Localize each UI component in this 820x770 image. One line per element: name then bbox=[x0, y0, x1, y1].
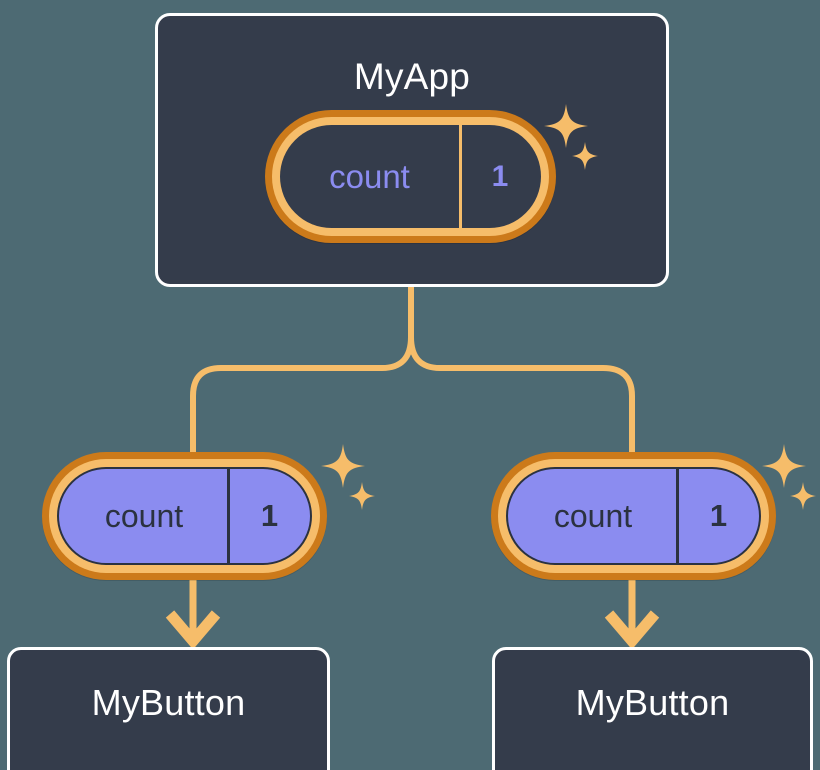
component-card-mybutton-0[interactable]: MyButton bbox=[7, 647, 330, 770]
connector-branch-left bbox=[190, 336, 414, 455]
signal-value: 1 bbox=[709, 498, 728, 533]
connector-branch-right bbox=[408, 336, 635, 455]
pill-inner-ring: count 1 bbox=[272, 117, 549, 236]
signal-name: count bbox=[329, 157, 410, 195]
signal-value: 1 bbox=[260, 498, 279, 533]
signal-name: count bbox=[553, 497, 633, 534]
pill-body: count 1 bbox=[506, 467, 761, 565]
pill-inner-ring: count 1 bbox=[498, 459, 769, 573]
sparkle-small bbox=[349, 482, 375, 510]
pill-divider bbox=[459, 125, 462, 228]
arrow-down-icon-left bbox=[165, 610, 221, 650]
pill-divider bbox=[676, 469, 679, 563]
signal-pill-child-0[interactable]: count 1 bbox=[42, 452, 327, 580]
arrow-down-icon-right bbox=[604, 610, 660, 650]
component-card-label: MyButton bbox=[91, 682, 246, 723]
signal-pill-child-1[interactable]: count 1 bbox=[491, 452, 776, 580]
page-title: MyApp bbox=[353, 56, 471, 97]
component-card-label: MyButton bbox=[575, 682, 730, 723]
pill-inner-ring: count 1 bbox=[49, 459, 320, 573]
signal-pill-root[interactable]: count 1 bbox=[265, 110, 556, 243]
signal-name: count bbox=[104, 497, 184, 534]
pill-divider bbox=[227, 469, 230, 563]
pill-body: count 1 bbox=[280, 125, 541, 228]
component-card-mybutton-1[interactable]: MyButton bbox=[492, 647, 813, 770]
signal-value: 1 bbox=[491, 159, 509, 193]
pill-body: count 1 bbox=[57, 467, 312, 565]
sparkle-large bbox=[321, 444, 365, 488]
sparkle-large bbox=[762, 444, 806, 488]
sparkle-small bbox=[790, 482, 816, 510]
